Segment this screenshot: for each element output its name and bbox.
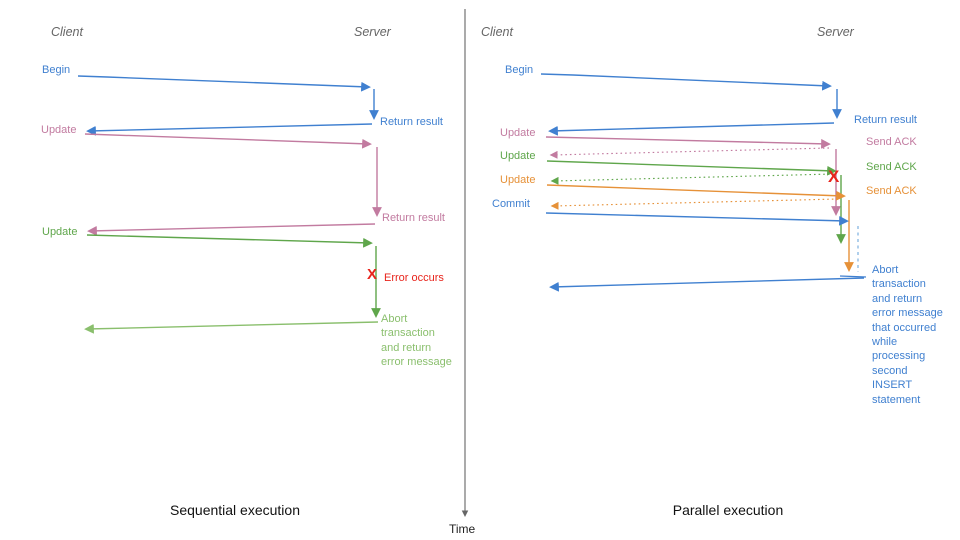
left-server-header: Server [354,25,391,39]
time-axis-label: Time [449,522,476,536]
right-update1-request-arrow [545,136,831,149]
left-return-result-2-label: Return result [382,212,445,224]
left-error-x-icon: X [367,266,378,283]
left-update1-request-arrow [84,133,372,149]
left-caption: Sequential execution [170,502,300,518]
left-update-2-label: Update [42,226,78,238]
right-update-1-label: Update [500,127,536,139]
left-client-header: Client [51,25,83,39]
right-send-ack-1-label: Send ACK [866,136,917,148]
right-ack2-dotted-arrow [550,173,835,185]
right-client-header: Client [481,25,513,39]
right-return-result-label: Return result [854,114,917,126]
right-panel-arrows [540,73,867,292]
right-update2-request-arrow [546,160,837,176]
left-error-occurs-label: Error occurs [384,272,444,284]
left-begin-label: Begin [42,64,71,76]
left-abort-return-arrow [84,321,379,334]
right-update3-request-arrow [546,184,846,201]
left-return-result-1-label: Return result [380,116,443,128]
right-update-2-label: Update [500,150,536,162]
left-abort-message: Abort transaction and return error messa… [381,313,452,369]
right-send-ack-2-label: Send ACK [866,161,917,173]
right-begin-request-arrow [540,73,832,91]
right-begin-label: Begin [505,64,534,76]
left-update1-return-arrow [87,223,376,236]
right-begin-return-arrow [548,122,835,136]
right-commit-label: Commit [492,198,530,210]
left-begin-return-arrow [86,123,373,136]
right-update-3-label: Update [500,174,536,186]
right-caption: Parallel execution [672,502,784,518]
left-panel-arrows [77,75,382,334]
right-send-ack-3-label: Send ACK [866,185,917,197]
right-ack3-dotted-arrow [550,198,839,210]
right-ack1-dotted-arrow [549,147,830,159]
left-begin-request-arrow [77,75,371,92]
right-error-x-icon: X [828,167,840,186]
right-abort-message: Abort transaction and return error messa… [872,264,943,406]
right-commit-request-arrow [545,212,849,226]
right-server-header: Server [817,25,854,39]
left-update2-request-arrow [86,234,373,248]
left-update-1-label: Update [41,124,77,136]
right-lifeline-end-bar [839,275,867,278]
right-abort-return-arrow [549,277,865,292]
